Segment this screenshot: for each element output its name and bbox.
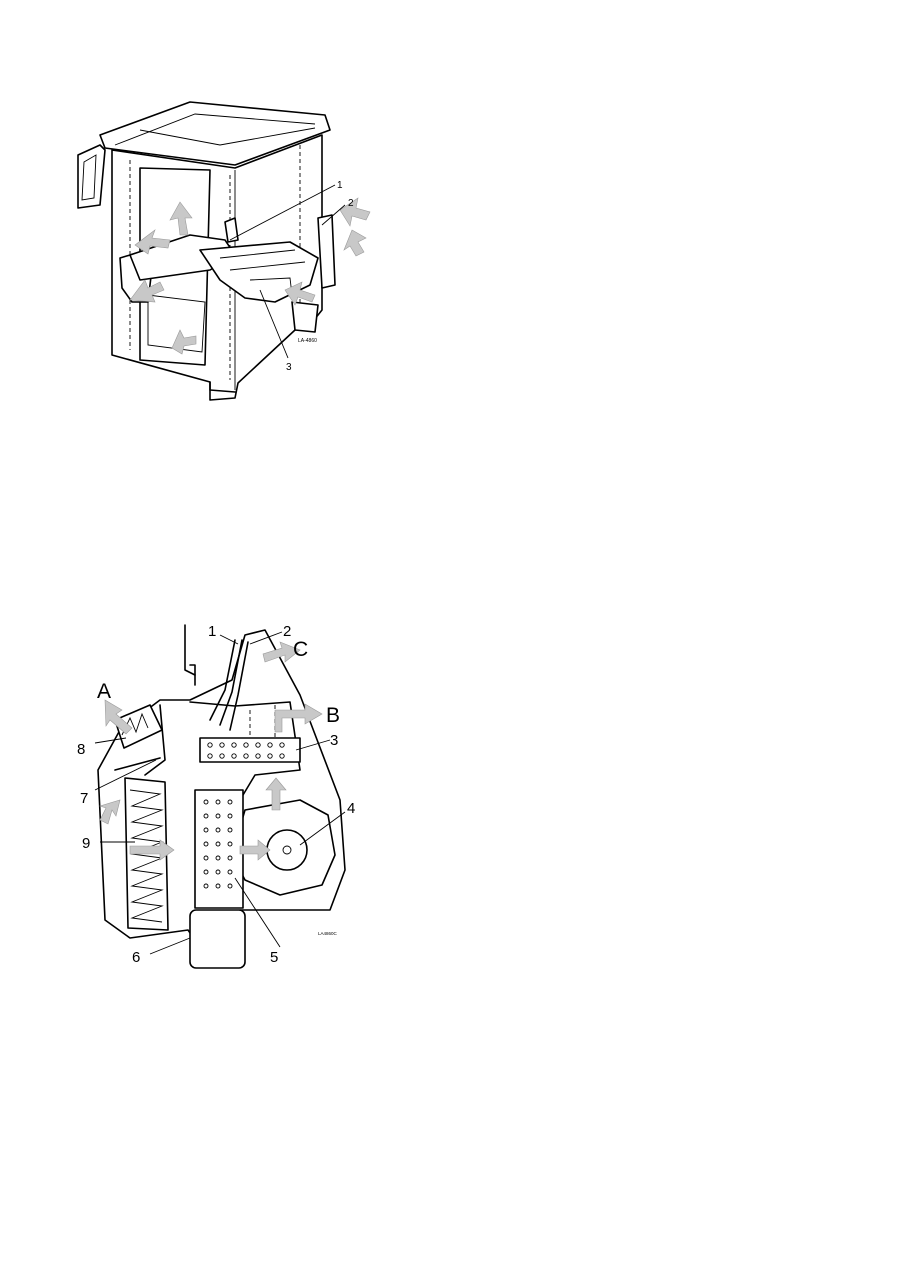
- mirror: [77, 144, 106, 209]
- heater-unit-drawing: 1 2 3 4 5 6 7 8 9 A B C LA4860C: [77, 623, 355, 969]
- heater-unit-figure: 1 2 3 4 5 6 7 8 9 A B C LA4860C: [60, 610, 380, 980]
- cab-callout-3: 3: [286, 362, 292, 373]
- unit-callout-6: 6: [132, 949, 140, 966]
- flow-label-A: A: [97, 680, 111, 703]
- unit-callout-2: 2: [283, 623, 291, 640]
- unit-figure-code: LA4860C: [318, 931, 338, 936]
- lower-box: [189, 909, 246, 969]
- recirc-filter: [194, 789, 244, 909]
- unit-callout-4: 4: [347, 800, 355, 817]
- unit-callout-1: 1: [208, 623, 216, 640]
- flow-label-B: B: [326, 704, 340, 727]
- cab-overview-drawing: 1 2 3 LA-4860: [77, 101, 371, 401]
- unit-callout-9: 9: [82, 835, 90, 852]
- unit-callout-3: 3: [330, 732, 338, 749]
- recirc-filter-holes: [203, 799, 233, 889]
- airflow-B-arrow: [274, 703, 323, 733]
- unit-callout-7: 7: [80, 790, 88, 807]
- side-nozzle: [317, 214, 336, 289]
- airflow-A-arrow: [104, 699, 133, 735]
- airflow-arrows: [129, 197, 371, 355]
- cab-overview-figure: 1 2 3 LA-4860: [60, 90, 380, 410]
- cab-callout-1: 1: [337, 180, 343, 191]
- cab-roof: [99, 101, 331, 166]
- cab-figure-code: LA-4860: [298, 338, 317, 344]
- airflow-C-arrow: [262, 641, 301, 663]
- heater-matrix-holes: [207, 742, 285, 759]
- airflow-arrows: [99, 641, 323, 861]
- flow-label-C: C: [293, 638, 308, 661]
- unit-callout-8: 8: [77, 741, 85, 758]
- unit-callout-5: 5: [270, 949, 278, 966]
- cab-callout-2: 2: [348, 198, 354, 209]
- heater-matrix: [199, 737, 301, 763]
